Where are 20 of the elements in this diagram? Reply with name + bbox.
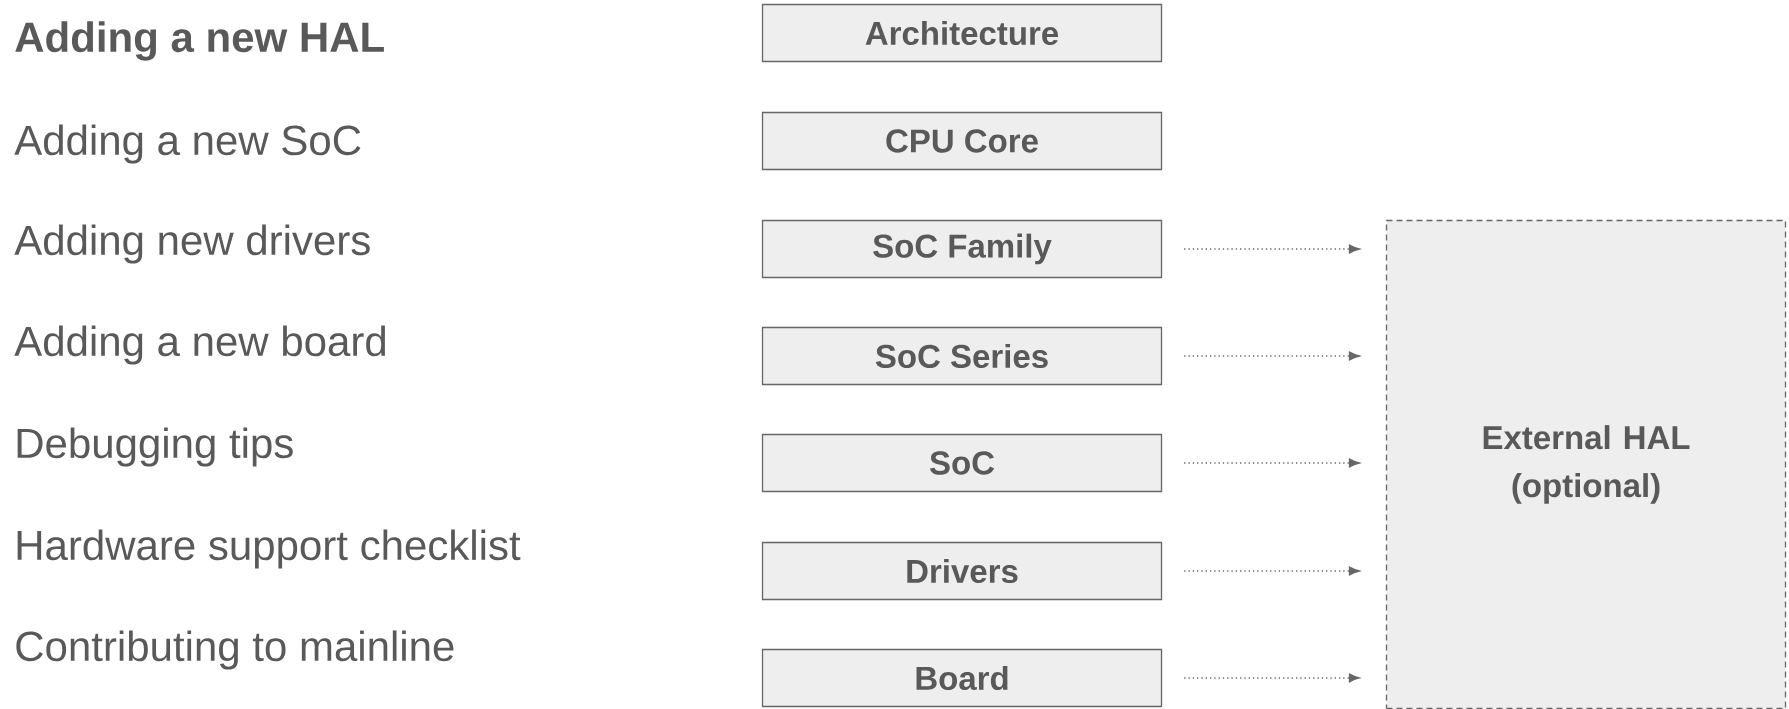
menu-item: Hardware support checklist (17, 529, 521, 569)
layer-box: SoC (761, 433, 1163, 493)
menu-item: Debugging tips (17, 427, 293, 467)
dotted-arrow (1183, 566, 1360, 576)
layer-box: SoC Series (761, 326, 1163, 386)
layer-box: CPU Core (761, 111, 1163, 171)
layer-box: Drivers (761, 541, 1163, 601)
menu-item: Adding a new board (14, 325, 385, 365)
menu-item: Adding new drivers (14, 224, 370, 264)
dotted-arrow (1183, 351, 1360, 361)
layer-box: Architecture (761, 3, 1163, 63)
layer-box: Board (761, 648, 1163, 708)
dotted-arrow (1183, 673, 1360, 683)
layer-box: SoC Family (761, 219, 1163, 279)
menu-item: Contributing to mainline (16, 630, 454, 670)
dotted-arrow (1183, 244, 1360, 254)
external-box: External HAL (optional) (1385, 219, 1787, 709)
dotted-arrow (1183, 458, 1360, 468)
menu-item: Adding a new SoC (14, 124, 361, 164)
menu-item: Adding a new HAL (15, 21, 384, 61)
